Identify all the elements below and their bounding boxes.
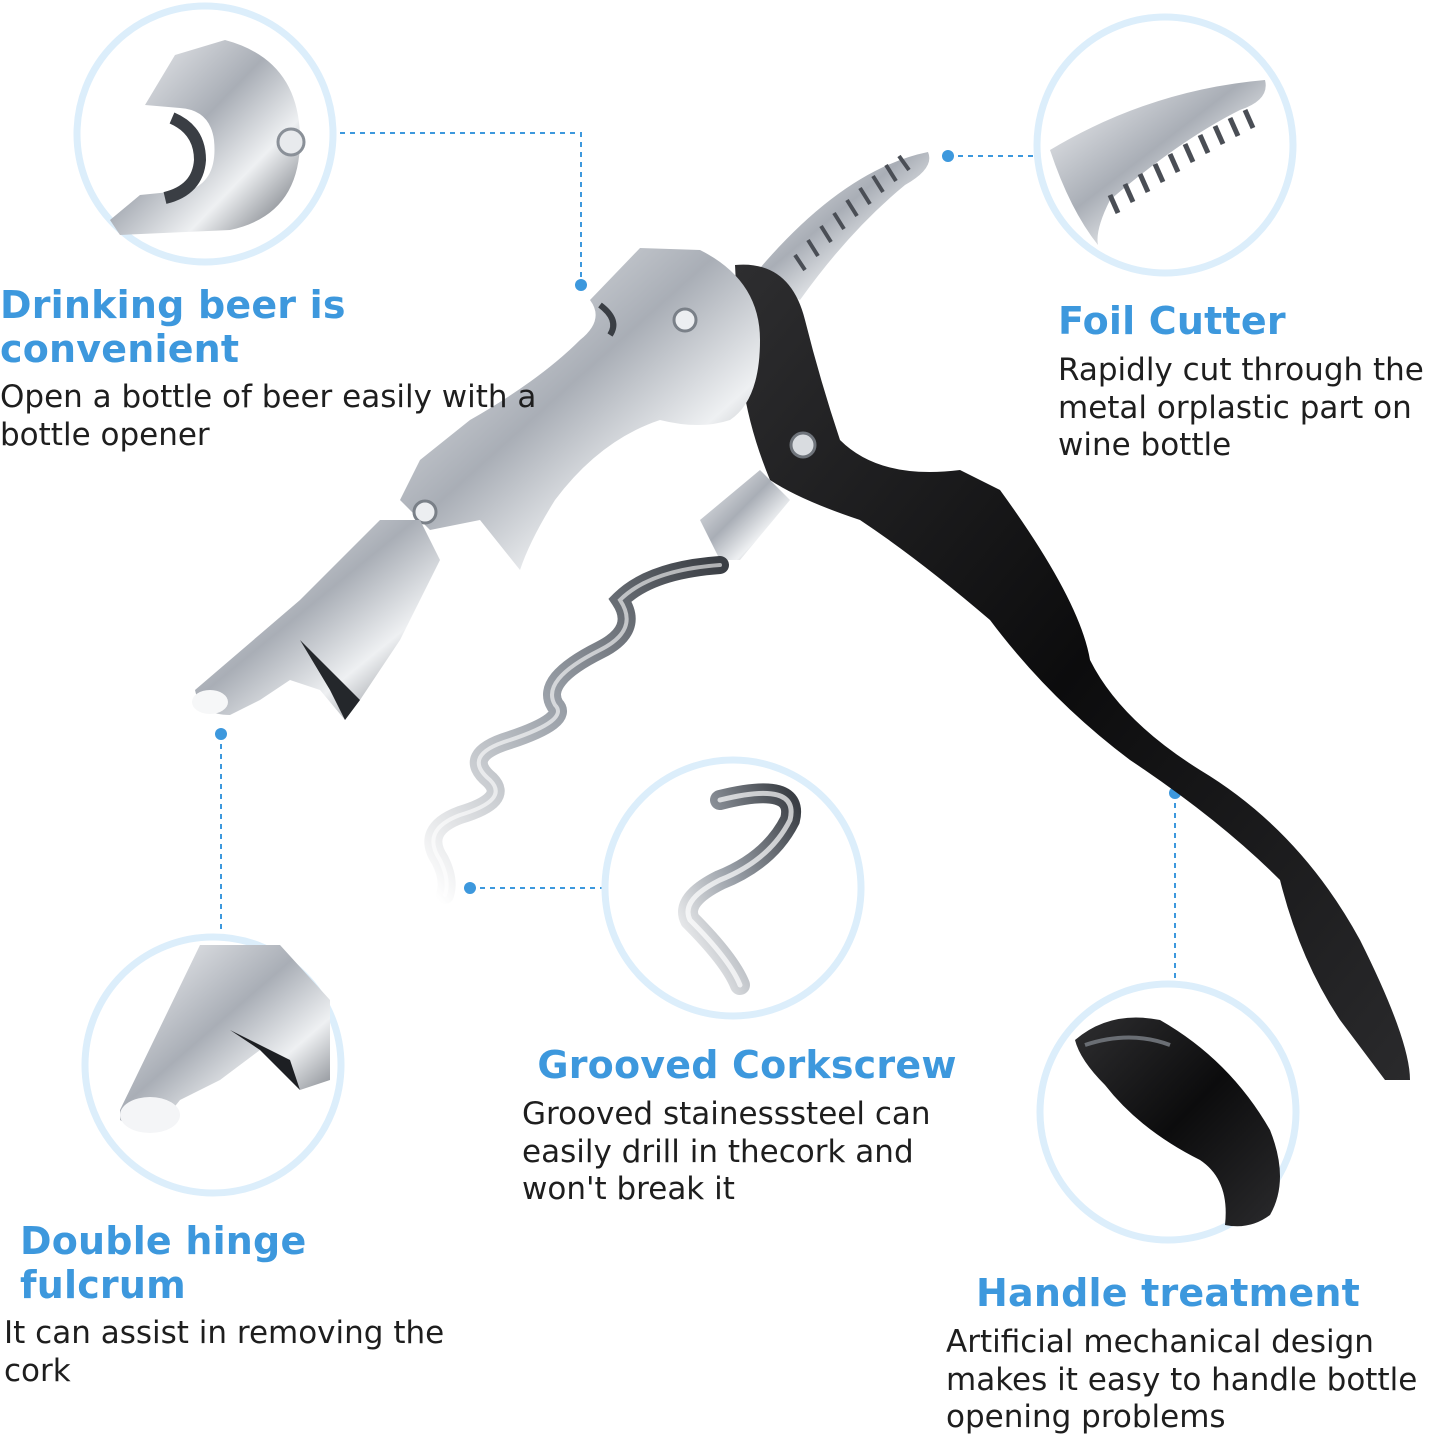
feature-handle: Handle treatment Artificial mechanical d… (946, 1271, 1443, 1437)
feature-title-foil-cutter: Foil Cutter (1058, 299, 1286, 343)
feature-title-hinge: Double hinge fulcrum (20, 1219, 307, 1307)
connector-lines (220, 132, 1176, 1000)
feature-title-bottle-opener: Drinking beer is convenient (0, 283, 346, 371)
feature-foil-cutter: Foil Cutter Rapidly cut through the meta… (1058, 299, 1443, 465)
feature-desc-foil-cutter: Rapidly cut through the metal orplastic … (1058, 351, 1424, 464)
feature-title-corkscrew: Grooved Corkscrew (537, 1043, 957, 1087)
feature-title-handle: Handle treatment (976, 1271, 1360, 1315)
feature-corkscrew: Grooved Corkscrew Grooved stainesssteel … (522, 1043, 962, 1209)
feature-hinge: Double hinge fulcrum It can assist in re… (4, 1219, 484, 1391)
detail-circle-bottle-opener (73, 2, 337, 266)
detail-circle-foil-cutter (1033, 13, 1297, 277)
feature-desc-hinge: It can assist in removing the cork (4, 1315, 445, 1390)
detail-circle-corkscrew (601, 756, 865, 1020)
feature-desc-corkscrew: Grooved stainesssteel can easily drill i… (522, 1095, 931, 1208)
detail-circle-hinge (81, 933, 345, 1197)
detail-circle-handle (1036, 980, 1300, 1244)
feature-desc-bottle-opener: Open a bottle of beer easily with a bott… (0, 379, 537, 454)
feature-desc-handle: Artificial mechanical design makes it ea… (946, 1323, 1418, 1436)
connector-dots (215, 150, 1181, 894)
feature-bottle-opener: Drinking beer is convenient Open a bottl… (0, 283, 580, 455)
main-corkscrew (192, 152, 1410, 1081)
connector-beer (320, 132, 582, 284)
